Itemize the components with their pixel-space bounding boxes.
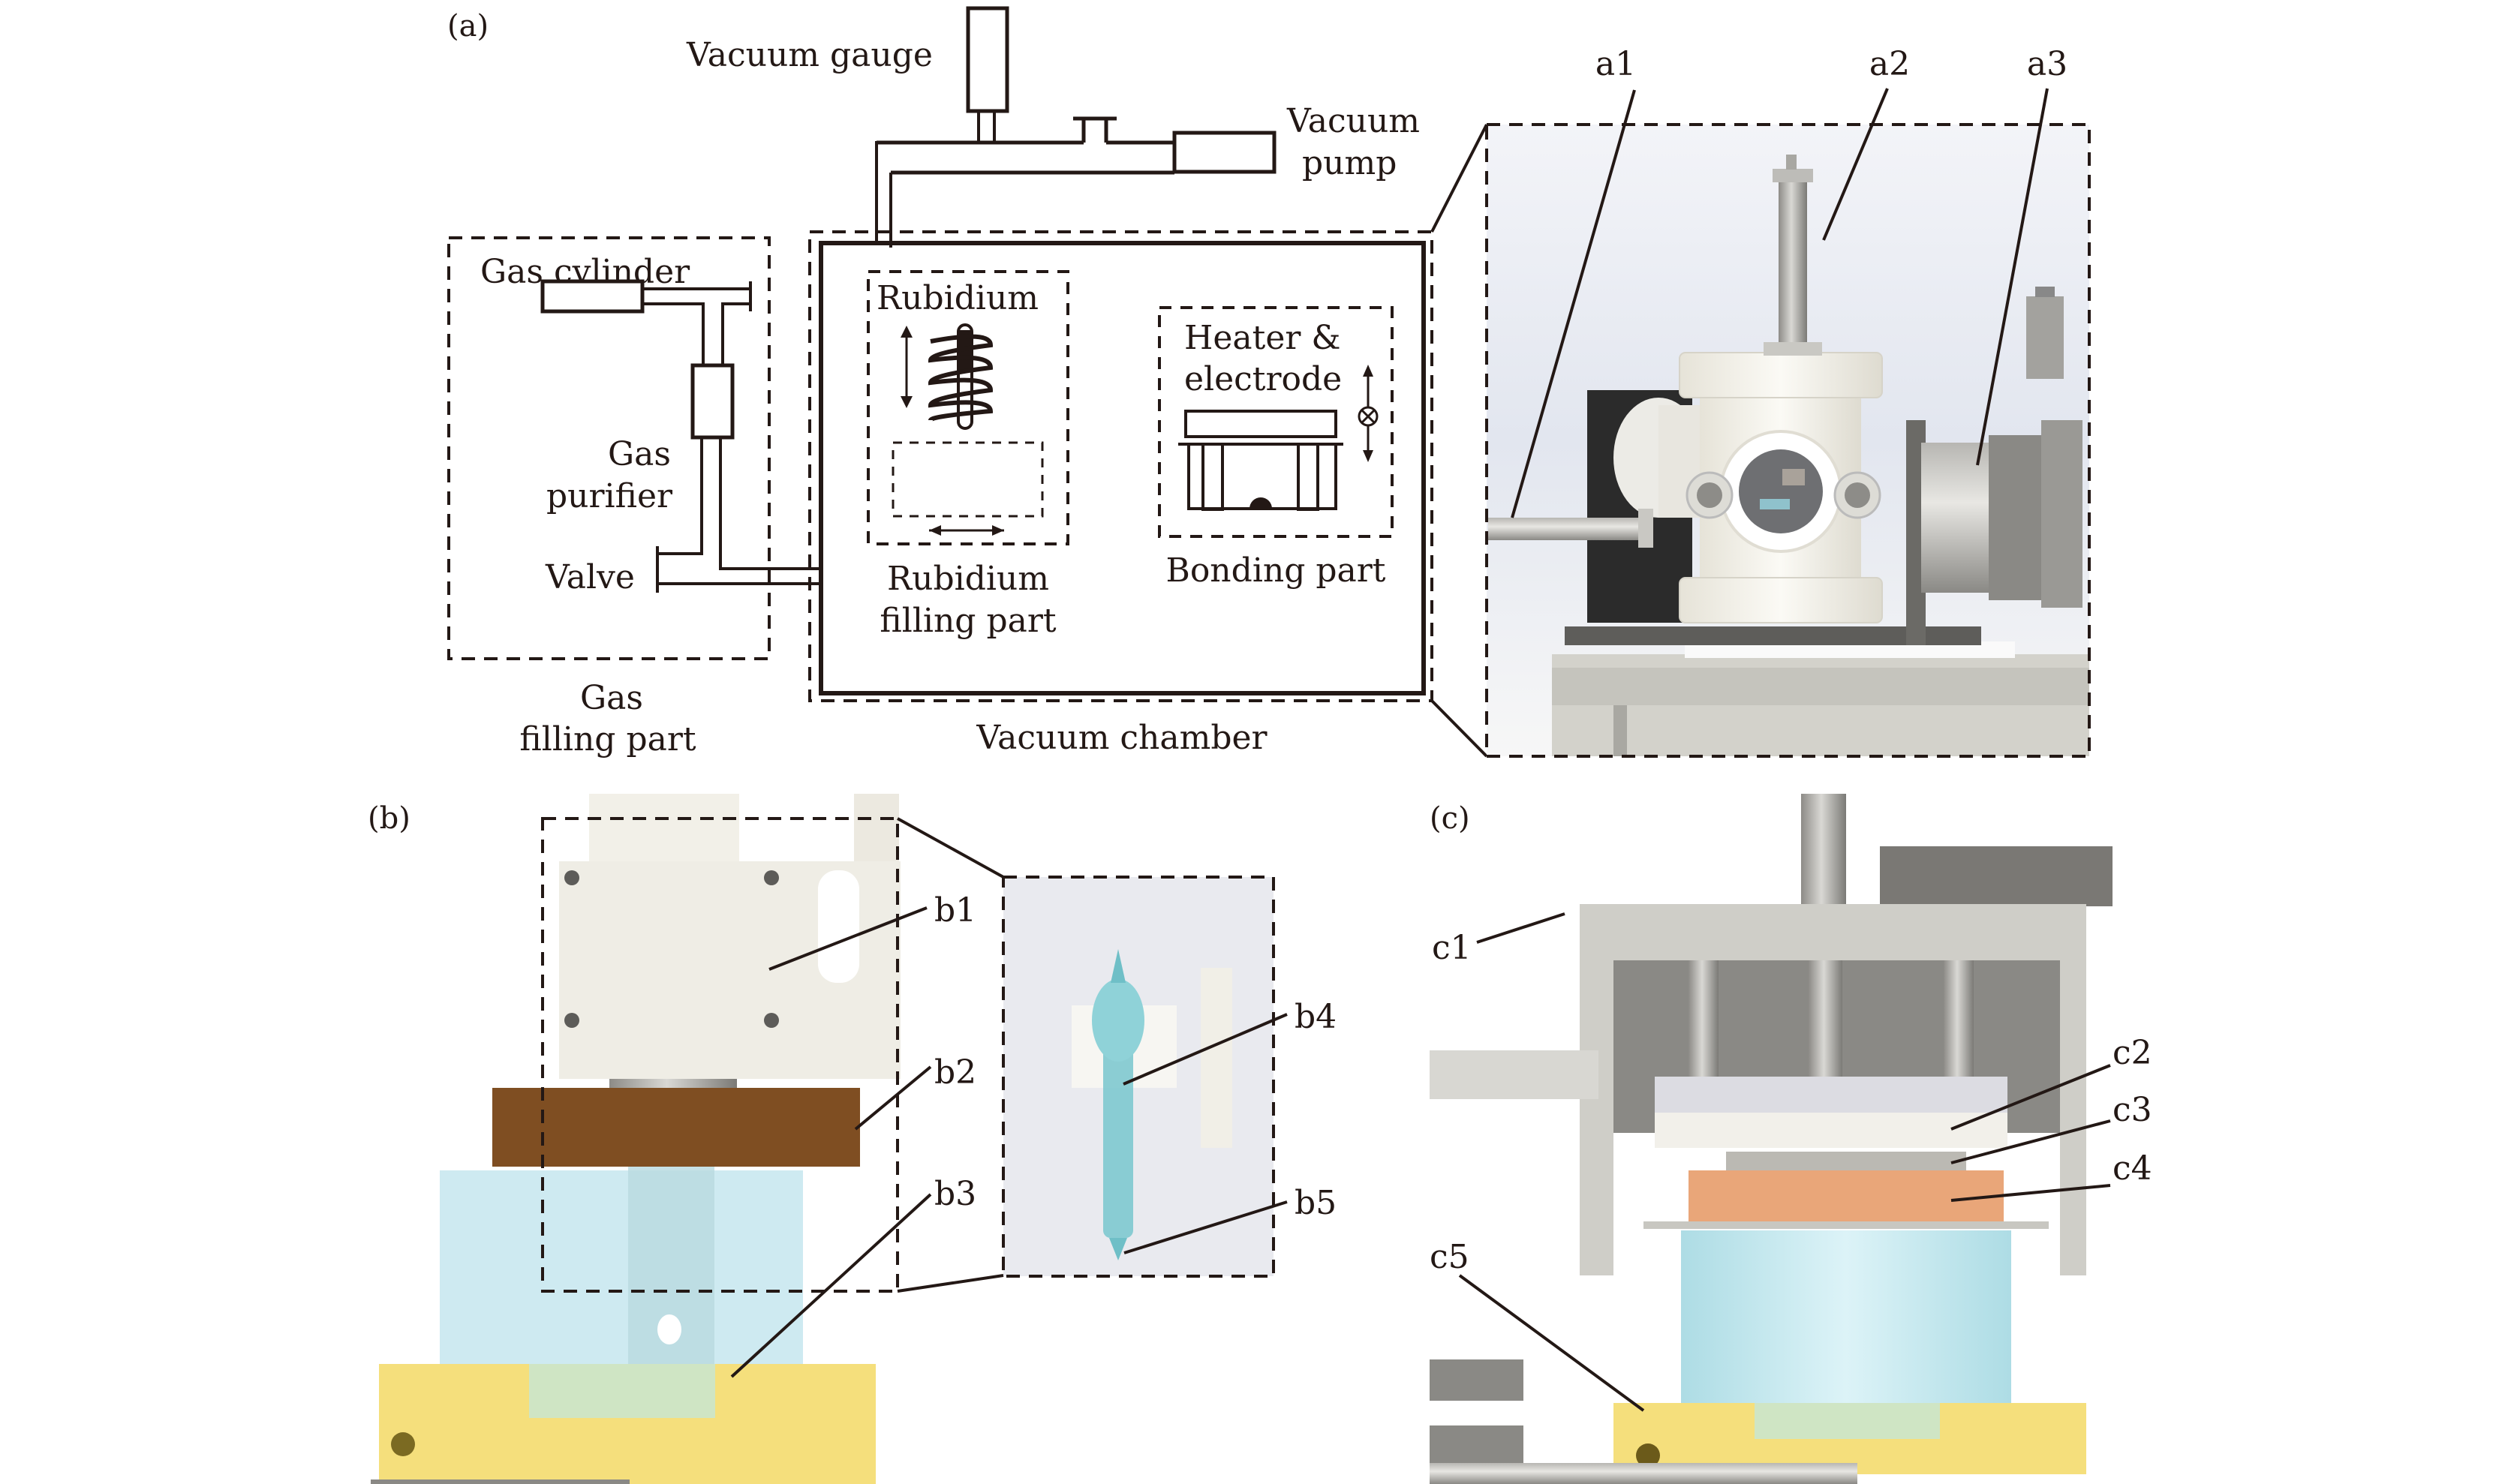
rubidium-filling-label-1: Rubidium [887,560,1049,598]
vacuum-chamber-region [808,230,1433,702]
callout-c4: c4 [2113,1149,2152,1188]
brown-plate [492,1088,860,1167]
vacuum-pump-box [1172,131,1277,174]
vacuum-chamber-label: Vacuum chamber [976,719,1268,757]
valve-label: Valve [545,558,635,596]
rubidium-ampoule-icon [901,323,994,430]
callout-b4: b4 [1295,998,1337,1036]
rubidium-label: Rubidium [877,279,1039,317]
vacuum-gauge-label: Vacuum gauge [686,36,933,74]
callout-b1: b1 [934,891,976,930]
rubidium-filling-region [867,270,1069,545]
photo-inset-frame [1485,123,2091,758]
callout-a1: a1 [1595,45,1636,83]
gas-filling-label-1: Gas [580,679,643,717]
gas-purifier-label-1: Gas [608,435,671,473]
vacuum-pump-label-2: pump [1302,144,1397,182]
panel-c-tag: (c) [1430,801,1470,836]
gas-purifier-box [690,363,735,440]
callout-c5: c5 [1430,1238,1469,1276]
vacuum-pump-label-1: Vacuum [1286,102,1420,140]
callout-b2: b2 [934,1053,976,1092]
callout-a2: a2 [1869,45,1910,83]
vacuum-valve [1073,116,1117,143]
gas-purifier-label-2: purifier [546,477,673,515]
rubidium-filling-label-2: filling part [880,602,1056,640]
vacuum-chamber-wall [819,241,1426,695]
panel-a-tag: (a) [447,9,489,44]
callout-c3: c3 [2113,1091,2152,1129]
gas-cylinder-box [540,279,645,314]
b-zoom-region [541,817,899,1293]
panel-b: (b) [368,794,1337,1484]
bonding-chamber-render [1430,794,2113,1484]
rubidium-target-zone [892,441,1044,518]
yellow-base [1613,1403,2086,1474]
horizontal-arrow-icon [929,525,1004,536]
callout-c1: c1 [1432,929,1472,967]
bonding-fixture-render [379,794,901,1484]
heater-label-2: electrode [1184,360,1342,398]
zoom-connector-top [1430,124,1488,233]
callout-b5: b5 [1295,1184,1337,1222]
heater-label-1: Heater & [1184,319,1341,357]
callout-a3: a3 [2027,45,2067,83]
bonding-part-label: Bonding part [1165,551,1385,590]
chamber-render-photo [1487,125,2089,756]
vertical-arrow-with-current-icon [1358,365,1379,462]
zoom-connector-bottom [1430,699,1488,758]
callout-c2: c2 [2113,1034,2152,1072]
panel-b-tag: (b) [368,801,410,836]
panel-c: (c) [1430,794,2152,1484]
vacuum-gauge-box [966,6,1009,113]
copper-heater [1689,1170,2004,1221]
callout-b3: b3 [934,1175,976,1213]
vacuum-pipe [877,140,1174,175]
b-inset-frame [1002,876,1275,1278]
gas-filling-label-2: filling part [519,720,696,759]
bonding-region [1158,306,1394,538]
heater-electrode-icon [1178,410,1343,511]
gas-filling-region [447,236,771,660]
panel-a: (a) Vacuum gauge Vacuum pump Gas cylinde… [447,6,2091,759]
valve [656,437,821,593]
